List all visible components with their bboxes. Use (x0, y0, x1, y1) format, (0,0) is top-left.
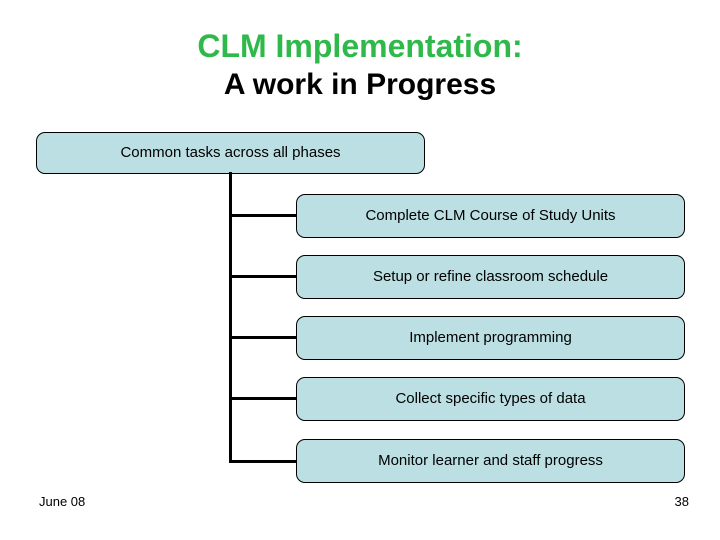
diagram-node-task-1-label: Complete CLM Course of Study Units (365, 207, 616, 224)
footer-date: June 08 (39, 494, 86, 509)
footer-page-number: 38 (674, 494, 689, 509)
diagram-node-task-5-label: Monitor learner and staff progress (378, 452, 603, 469)
connector-branch-2 (229, 275, 297, 278)
diagram-node-task-2-label: Setup or refine classroom schedule (372, 268, 609, 285)
diagram-node-task-4[interactable]: Collect specific types of data (296, 377, 685, 421)
diagram-node-task-2[interactable]: Setup or refine classroom schedule (296, 255, 685, 299)
title-line-secondary: A work in Progress (223, 68, 497, 101)
title-line-primary: CLM Implementation: (197, 28, 523, 64)
diagram-node-root[interactable]: Common tasks across all phases (36, 132, 425, 174)
connector-branch-3 (229, 336, 297, 339)
diagram-node-task-3[interactable]: Implement programming (296, 316, 685, 360)
diagram-node-root-label: Common tasks across all phases (120, 144, 341, 161)
diagram-node-task-5[interactable]: Monitor learner and staff progress (296, 439, 685, 483)
diagram-node-task-3-label: Implement programming (409, 329, 572, 346)
diagram-node-task-4-label: Collect specific types of data (395, 390, 586, 407)
connector-branch-5 (229, 460, 297, 463)
page-title: CLM Implementation: A work in Progress (0, 26, 720, 104)
connector-trunk-line (229, 172, 232, 463)
connector-branch-1 (229, 214, 297, 217)
connector-branch-4 (229, 397, 297, 400)
diagram-node-task-1[interactable]: Complete CLM Course of Study Units (296, 194, 685, 238)
